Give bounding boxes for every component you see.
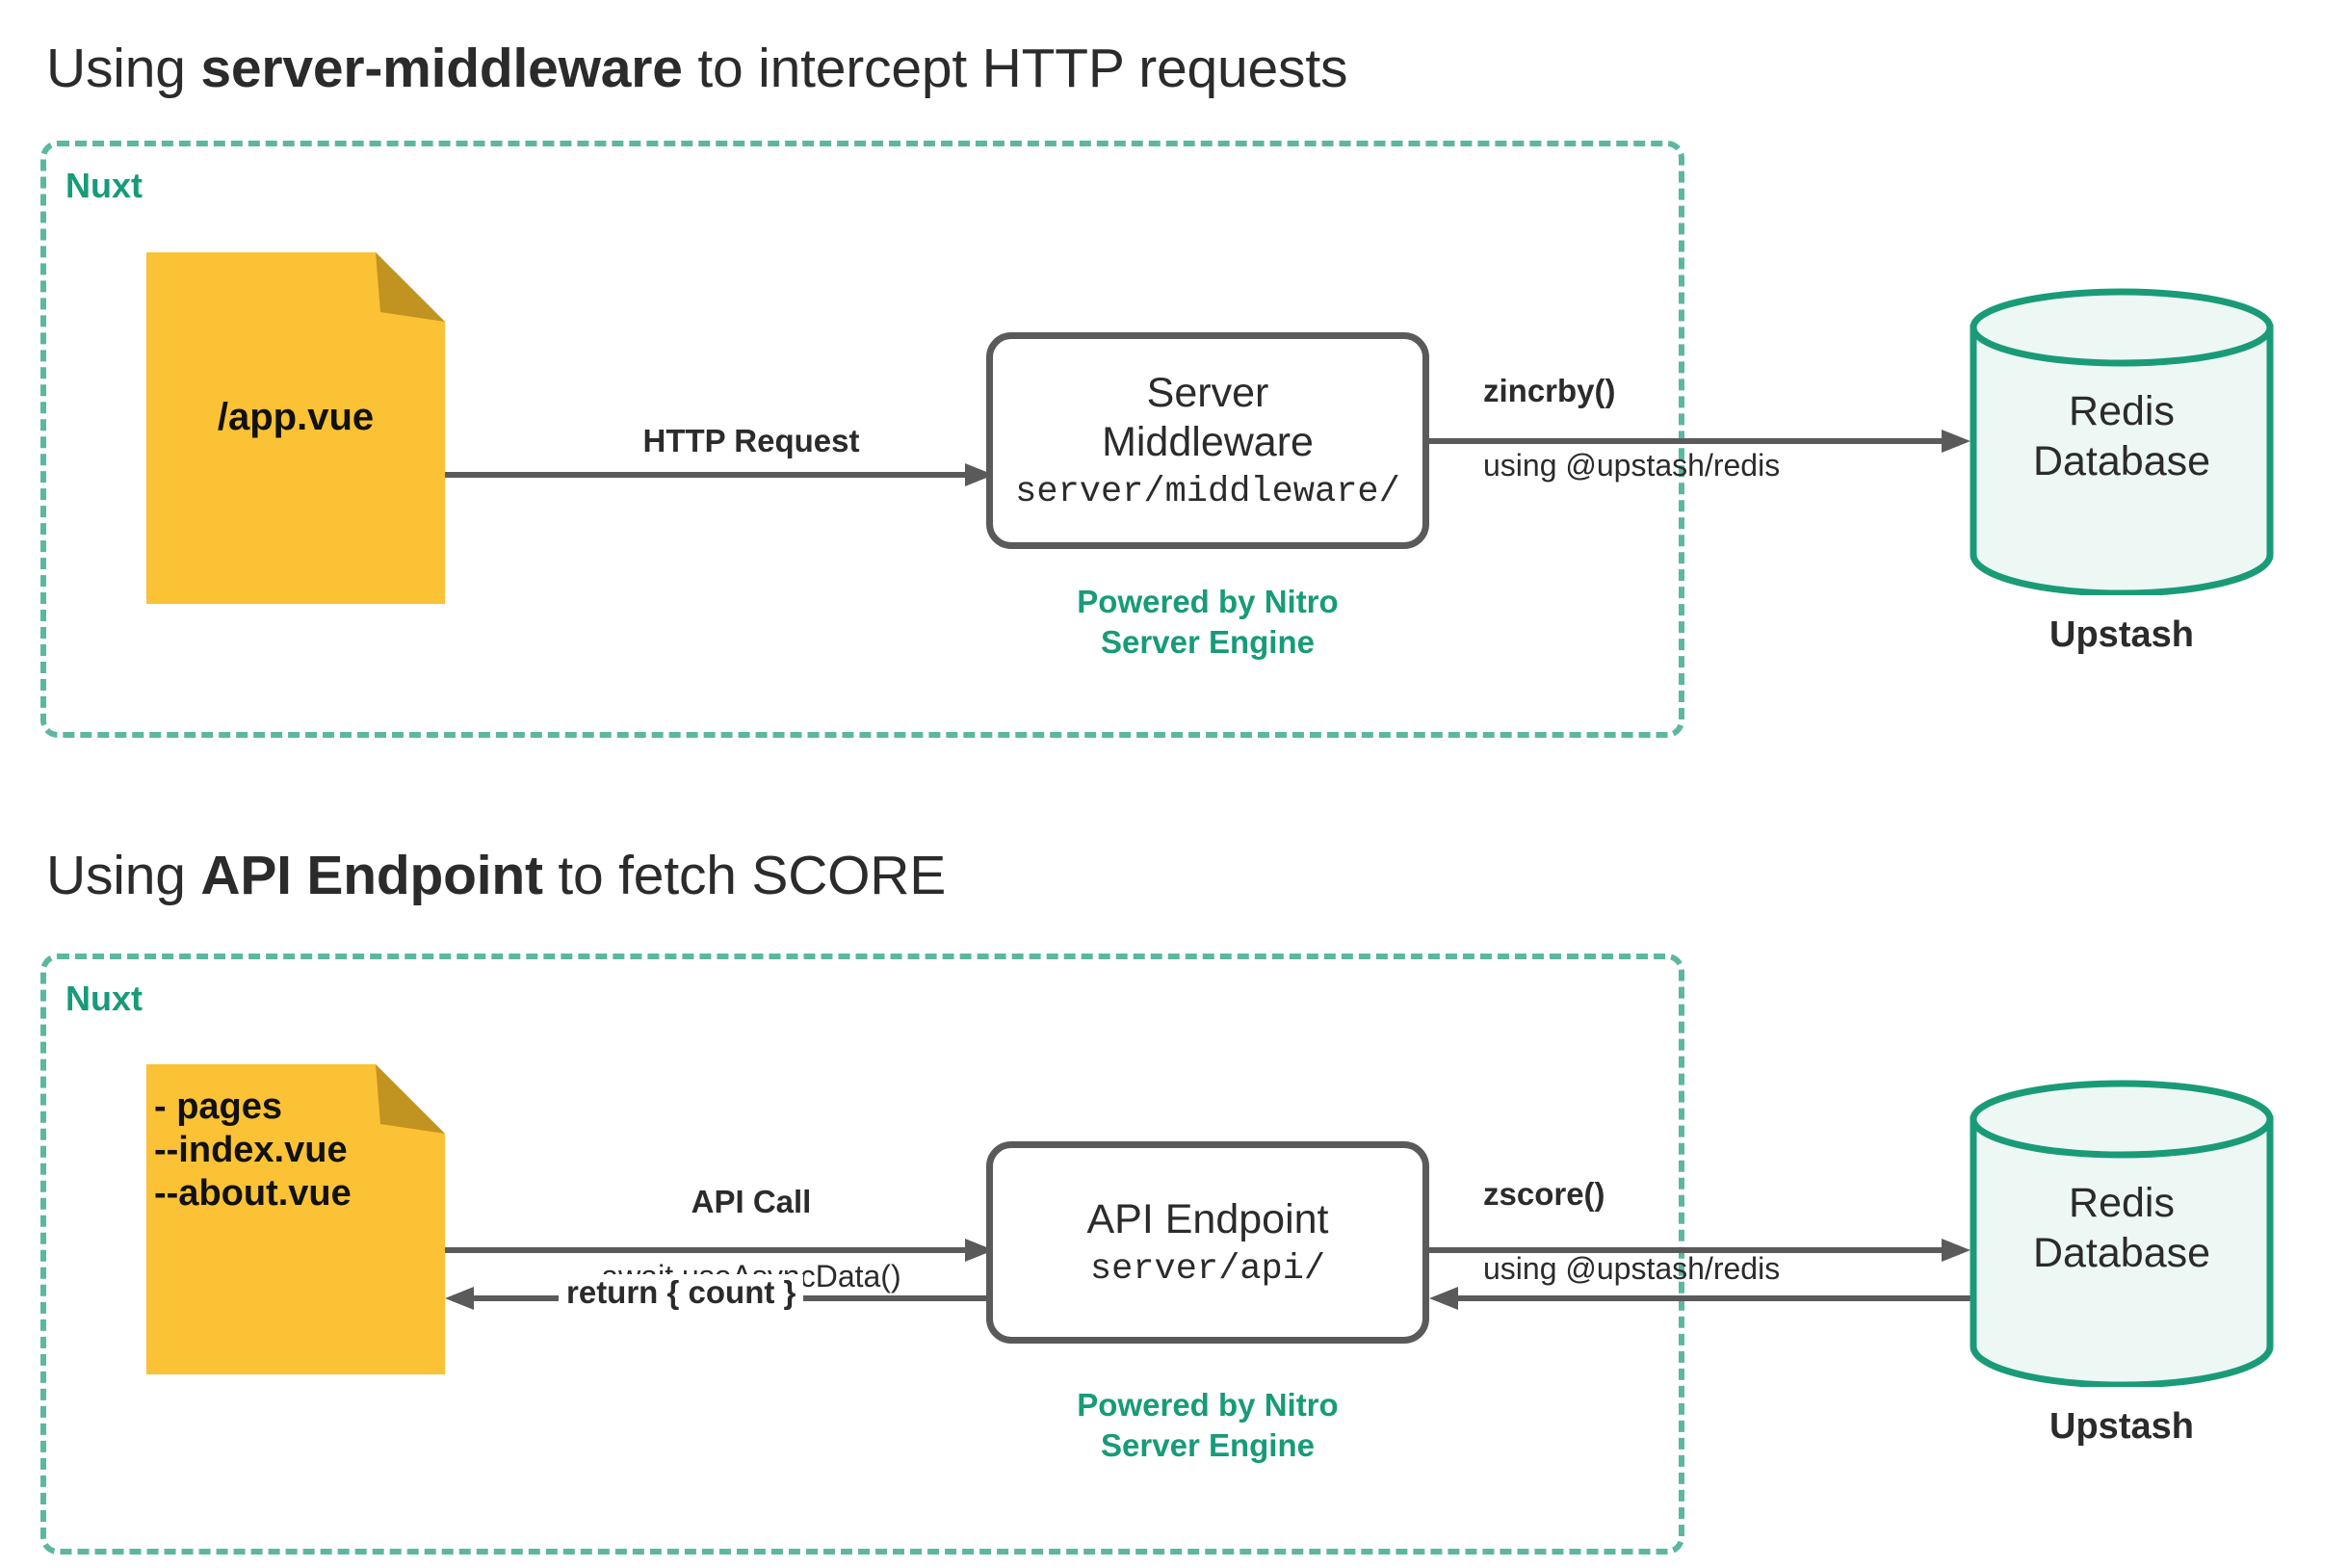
database-caption-api: Upstash [2049,1406,2194,1447]
database-cylinder-icon [1970,1080,2274,1389]
edge-api-call [445,1238,994,1263]
edge-label-http-request-primary: HTTP Request [642,423,860,459]
database-redis-middleware: Redis Database Upstash [1969,287,2275,655]
edge-redis-return [1429,1286,1970,1311]
edge-label-http-request: HTTP Request [578,385,925,497]
nuxt-container-label-api: Nuxt [65,979,143,1018]
edge-zscore [1429,1238,1970,1263]
document-icon [146,252,445,604]
process-box-path-server-middleware: server/middleware/ [1015,472,1400,513]
nitro-note-middleware: Powered by Nitro Server Engine [1077,584,1339,660]
nuxt-container-api [40,954,1684,1555]
heading-strong: API Endpoint [200,845,543,906]
edge-zincrby [1429,429,1970,454]
edge-label-zincrby: zincrby() using @upstash/redis [1483,335,1780,521]
page-title-middleware: Using server-middleware to intercept HTT… [46,37,1347,100]
database-caption-middleware: Upstash [2049,614,2194,655]
heading-prefix: Using [46,38,201,99]
process-box-api-endpoint[interactable]: API Endpoint server/api/ [986,1141,1429,1344]
edge-label-zscore-primary: zscore() [1483,1176,1605,1213]
edge-label-api-call-primary: API Call [691,1184,812,1220]
edge-label-zscore-secondary: using @upstash/redis [1483,1251,1781,1287]
process-box-title-server-middleware: Server Middleware [1102,369,1314,465]
document-pages-label: - pages --index.vue --about.vue [154,1086,352,1214]
document-icon [146,1064,445,1374]
page-title-api: Using API Endpoint to fetch SCORE [46,844,946,907]
nuxt-container-label-middleware: Nuxt [65,166,143,205]
process-box-path-api-endpoint: server/api/ [1089,1249,1326,1291]
edge-label-return-count: return { count } [559,1274,804,1311]
arrow-right-icon [1429,430,1970,453]
arrow-right-icon [445,463,994,486]
document-app-vue-label: /app.vue [217,396,375,438]
edge-label-zincrby-primary: zincrby() [1483,373,1616,409]
edge-label-zscore: zscore() using @upstash/redis [1483,1138,1780,1324]
database-label-api: Redis Database [2032,1180,2211,1276]
arrow-left-icon [1429,1287,1970,1310]
nitro-note-api: Powered by Nitro Server Engine [1077,1387,1339,1463]
arrow-right-icon [1429,1239,1970,1262]
edge-http-request [445,462,994,487]
arrow-right-icon [445,1239,994,1262]
database-label-middleware: Redis Database [2032,388,2211,484]
section-api-endpoint: Using API Endpoint to fetch SCORE Nuxt [0,784,2348,1568]
document-pages: - pages --index.vue --about.vue [146,1064,445,1374]
heading-strong: server-middleware [200,38,683,99]
heading-suffix: to fetch SCORE [542,845,947,906]
heading-suffix: to intercept HTTP requests [682,38,1348,99]
process-box-server-middleware[interactable]: Server Middleware server/middleware/ [986,332,1429,549]
heading-prefix: Using [46,845,201,906]
database-redis-api: Redis Database Upstash [1969,1079,2275,1447]
process-box-title-api-endpoint: API Endpoint [1086,1195,1329,1242]
document-app-vue: /app.vue [146,252,445,604]
section-middleware: Using server-middleware to intercept HTT… [40,37,2275,738]
database-cylinder-icon [1970,288,2274,597]
edge-label-zincrby-secondary: using @upstash/redis [1483,448,1781,483]
